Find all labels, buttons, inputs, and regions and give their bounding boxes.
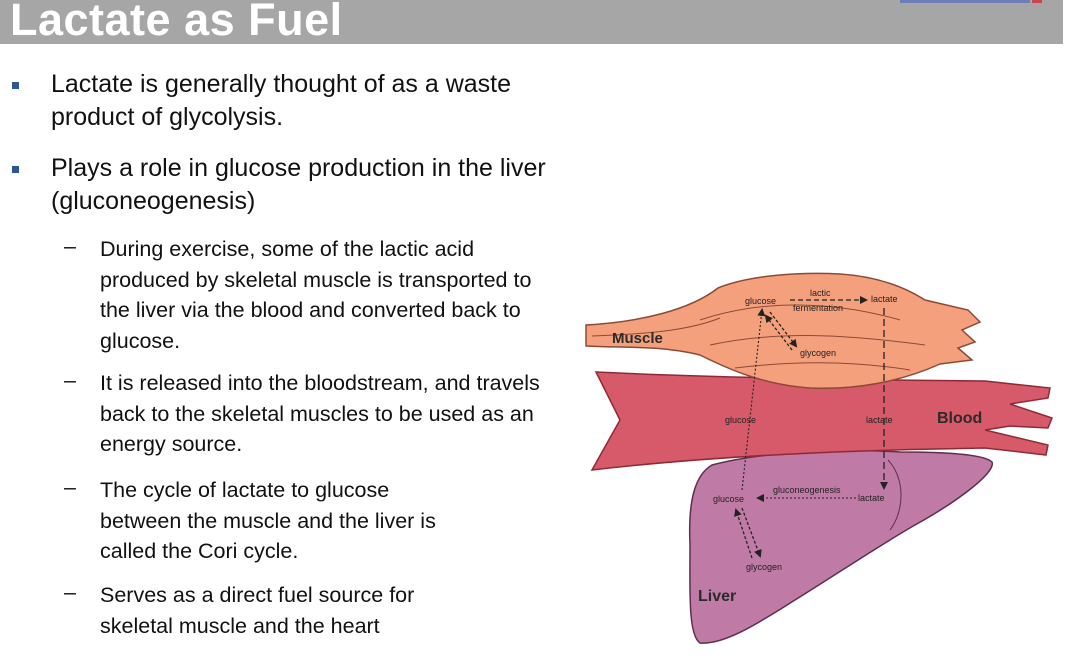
sub-bullet-2: It is released into the bloodstream, and… <box>100 371 540 456</box>
muscle-process-label-1: lactic <box>810 288 831 298</box>
muscle-glycogen-to-glucose-arrow <box>764 314 793 351</box>
dash-icon: – <box>64 580 76 604</box>
blood-lactate-label: lactate <box>866 415 893 425</box>
sub-bullet-3: The cycle of lactate to glucose between … <box>100 478 436 563</box>
bullet-square-icon <box>12 82 19 89</box>
slide-title: Lactate as Fuel <box>10 0 343 45</box>
muscle-region-label: Muscle <box>612 330 663 347</box>
muscle-shape <box>585 272 982 390</box>
blood-region-label: Blood <box>937 410 982 427</box>
liver-region-label: Liver <box>698 588 736 605</box>
liver-lactate-label: lactate <box>858 493 885 503</box>
blood-glucose-label: glucose <box>725 415 756 425</box>
muscle-fiber-line <box>734 362 911 371</box>
bullet-2: Plays a role in glucose production in th… <box>51 154 546 215</box>
liver-glycogen-to-glucose-arrow <box>734 508 753 559</box>
muscle-glucose-label: glucose <box>745 296 776 306</box>
liver-lobe-line <box>887 459 902 531</box>
liver-process-label: gluconeogenesis <box>773 485 841 495</box>
liver-glucose-label: glucose <box>713 494 744 504</box>
title-bar: Lactate as Fuel <box>0 0 1063 45</box>
bullet-1: Lactate is generally thought of as a was… <box>51 70 512 131</box>
dash-icon: – <box>64 368 76 392</box>
liver-glucose-to-glycogen-arrow <box>741 507 762 558</box>
logo-mark <box>900 0 1042 3</box>
muscle-glucose-to-glycogen-arrow <box>769 311 798 348</box>
liver-glycogen-label: glycogen <box>746 562 782 572</box>
muscle-fiber-line <box>591 317 721 337</box>
dash-icon: – <box>64 234 76 258</box>
muscle-glycogen-label: glycogen <box>800 348 836 358</box>
muscle-lactate-label: lactate <box>871 294 898 304</box>
muscle-process-label-2: fermentation <box>793 303 843 313</box>
sub-bullet-4: Serves as a direct fuel source for skele… <box>100 583 415 638</box>
bullet-square-icon <box>12 166 19 173</box>
dash-icon: – <box>64 475 76 499</box>
liver-shape <box>688 449 993 644</box>
muscle-fiber-line <box>699 304 901 321</box>
muscle-fiber-line <box>709 335 926 346</box>
sub-bullet-1: During exercise, some of the lactic acid… <box>100 237 532 353</box>
